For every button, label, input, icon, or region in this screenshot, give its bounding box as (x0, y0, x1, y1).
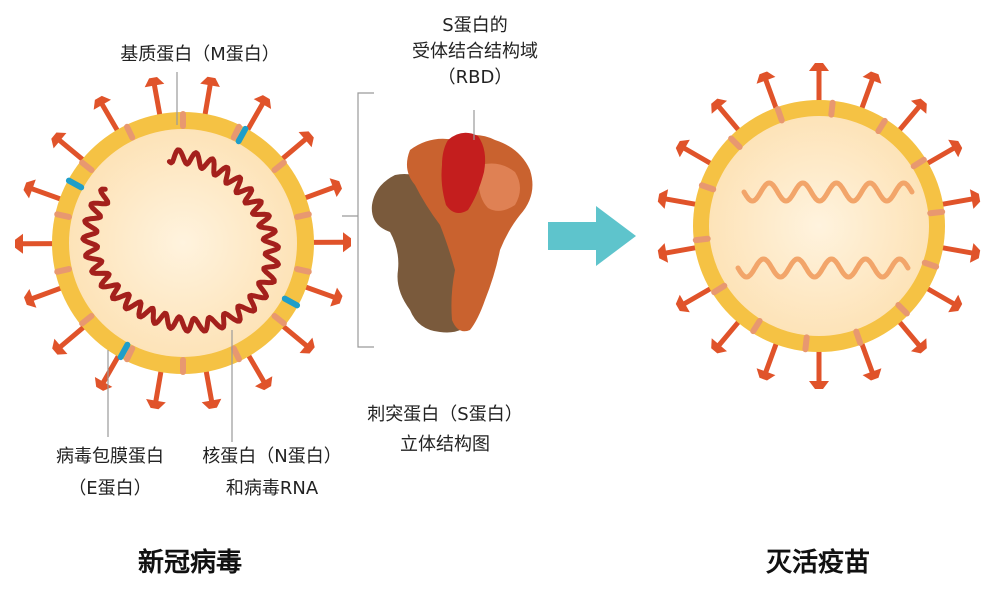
spike-head (253, 95, 272, 109)
m-protein-marker (230, 123, 242, 141)
rbd-label-line1: S蛋白的 (442, 15, 508, 36)
spike-structure-dark (371, 174, 475, 333)
m-protein-marker (271, 159, 287, 174)
spike-head (52, 338, 68, 355)
spike-head (675, 294, 690, 313)
m-protein-marker (910, 156, 927, 170)
e-protein-label-line1: 病毒包膜蛋白 (56, 446, 164, 467)
spike-label-line1: 刺突蛋白（S蛋白） (367, 404, 523, 425)
m-protein-marker (124, 345, 136, 363)
right-arrow-icon (548, 206, 636, 266)
vaccine-membrane-proteins (692, 99, 946, 353)
spike-head (144, 77, 165, 88)
spike-head (862, 71, 882, 84)
m-protein-marker (802, 334, 810, 353)
rbd-label-line3: （RBD） (437, 67, 513, 88)
e-protein-marker (235, 125, 249, 145)
spike-head (911, 338, 927, 354)
spike-head (948, 139, 963, 158)
e-protein-marker (117, 341, 131, 361)
m-protein-marker (750, 317, 763, 335)
spike-head (146, 399, 166, 410)
spike-head (657, 243, 669, 263)
m-protein-marker (875, 117, 888, 135)
spike-head (675, 139, 690, 158)
spike-head (711, 338, 727, 354)
spike-head (343, 232, 351, 253)
spike-head (329, 178, 342, 197)
m-protein-marker (230, 345, 242, 363)
spike-head (711, 98, 727, 114)
m-protein-marker (927, 208, 946, 217)
spike-head (298, 131, 314, 148)
m-protein-marker (853, 328, 864, 346)
spike-head (756, 71, 776, 84)
m-protein-marker (294, 211, 312, 220)
inactivated-vaccine-illustration (657, 63, 981, 389)
m-protein-marker (54, 211, 72, 220)
m-protein-marker (294, 266, 312, 275)
spike-head (809, 381, 829, 389)
m-protein-marker (692, 235, 711, 244)
rbd-region (441, 132, 486, 214)
m-protein-marker (921, 259, 940, 270)
m-protein-marker (54, 266, 72, 275)
m-protein-marker (79, 159, 95, 174)
spike-head (756, 368, 776, 381)
spike-head (809, 63, 829, 71)
m-protein-marker (271, 312, 287, 327)
vaccine-rna-strand-lower (735, 256, 911, 280)
spike-head (93, 95, 111, 110)
spike-protein-structure (371, 110, 533, 333)
spike-head (862, 368, 882, 381)
spike-head (299, 337, 315, 354)
m-protein-marker (774, 106, 785, 124)
spike-head (201, 398, 222, 409)
m-protein-marker (711, 282, 728, 296)
vaccine-core (709, 116, 929, 336)
spike-head (911, 98, 927, 114)
spike-head (969, 243, 981, 263)
vaccine-rna-strand-upper (741, 180, 915, 204)
m-protein-marker (728, 135, 743, 150)
spike-head (15, 233, 23, 254)
spike-head (969, 189, 981, 209)
e-protein-marker (65, 177, 85, 191)
spike-structure-light (478, 163, 520, 211)
m-protein-marker (895, 302, 910, 317)
spike-head (948, 294, 963, 313)
virus-membrane-proteins (54, 111, 312, 375)
m-protein-marker (698, 182, 717, 193)
m-protein-marker (79, 312, 95, 327)
spike-bracket (342, 92, 374, 348)
leader-lines (107, 72, 233, 442)
spike-head (255, 376, 273, 391)
virus-rna-strand (80, 147, 281, 334)
spike-head (23, 179, 36, 199)
m-protein-marker (124, 123, 136, 141)
spike-head (330, 287, 343, 307)
spike-head (657, 189, 669, 209)
spike-head (200, 76, 220, 87)
e-protein-marker (281, 295, 301, 309)
vaccine-title: 灭活疫苗 (765, 548, 870, 578)
virus-title: 新冠病毒 (137, 548, 242, 578)
e-protein-label-line2: （E蛋白） (68, 478, 152, 499)
coronavirus-illustration (15, 76, 351, 410)
spike-head (24, 289, 37, 308)
m-protein-label: 基质蛋白（M蛋白） (120, 44, 280, 65)
spike-head (51, 132, 67, 149)
m-protein-marker (828, 99, 836, 118)
rbd-label-line2: 受体结合结构域 (412, 41, 538, 62)
spike-label-line2: 立体结构图 (400, 434, 490, 455)
n-protein-label-line1: 核蛋白（N蛋白） (202, 446, 342, 467)
n-protein-label-line2: 和病毒RNA (225, 478, 319, 499)
